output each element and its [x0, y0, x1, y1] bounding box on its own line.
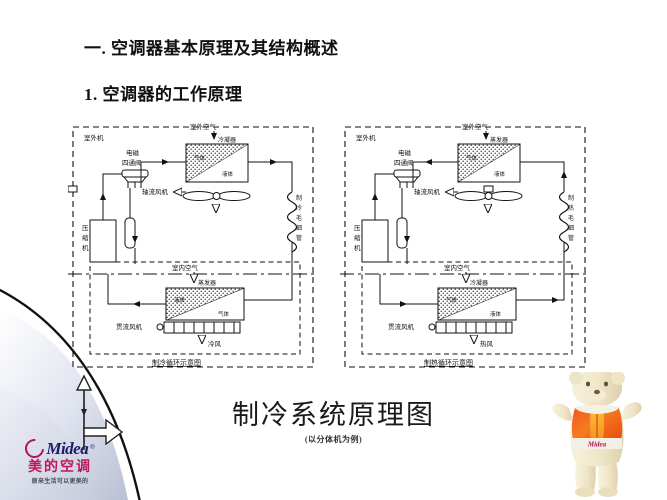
svg-text:热风: 热风: [480, 339, 494, 348]
logo-wordmark-row: Midea ®: [6, 434, 114, 462]
midea-logo: Midea ® 美的空调 原来生活可以更美的: [6, 434, 114, 495]
svg-text:冷凝器: 冷凝器: [470, 279, 488, 287]
logo-slogan: 原来生活可以更美的: [31, 479, 89, 485]
midea-arc-icon: [21, 434, 49, 462]
svg-text:室内空气: 室内空气: [172, 263, 199, 272]
svg-text:电磁: 电磁: [398, 148, 412, 157]
svg-text:气体: 气体: [466, 154, 478, 162]
right-cycle-group: 室外机 压 缩 机 电磁 四通阀: [340, 122, 588, 368]
svg-text:Midea: Midea: [587, 441, 607, 449]
svg-text:贯流风机: 贯流风机: [116, 322, 143, 331]
svg-text:毛: 毛: [568, 214, 574, 222]
svg-text:热: 热: [568, 204, 574, 212]
section-subtitle: 1. 空调器的工作原理: [84, 85, 243, 104]
svg-text:室外机: 室外机: [84, 133, 104, 142]
svg-text:液体: 液体: [494, 170, 506, 178]
svg-text:制热循环示意图: 制热循环示意图: [424, 358, 473, 367]
svg-text:蒸发器: 蒸发器: [490, 136, 508, 144]
svg-text:缩: 缩: [354, 233, 361, 242]
svg-text:电磁: 电磁: [126, 148, 140, 157]
svg-text:蒸发器: 蒸发器: [198, 279, 216, 287]
svg-text:冷凝器: 冷凝器: [218, 136, 236, 144]
svg-text:制: 制: [568, 194, 574, 202]
svg-text:气体: 气体: [446, 296, 458, 304]
svg-text:缩: 缩: [82, 233, 89, 242]
svg-text:细: 细: [568, 224, 574, 232]
svg-text:轴流风机: 轴流风机: [414, 187, 441, 196]
diagram-sub-caption: (以分体机为例): [304, 435, 363, 444]
svg-text:管: 管: [296, 234, 302, 242]
svg-text:冷: 冷: [296, 204, 302, 212]
registered-mark: ®: [90, 445, 95, 451]
page-title: 一. 空调器基本原理及其结构概述: [84, 39, 339, 58]
svg-text:室外机: 室外机: [356, 133, 376, 142]
svg-text:压: 压: [82, 224, 89, 232]
svg-text:制: 制: [296, 194, 302, 202]
svg-text:轴流风机: 轴流风机: [142, 187, 169, 196]
svg-text:室外空气: 室外空气: [190, 122, 217, 131]
svg-text:室外空气: 室外空气: [462, 122, 489, 131]
svg-text:气体: 气体: [218, 310, 230, 318]
svg-text:毛: 毛: [296, 214, 302, 222]
svg-text:冷风: 冷风: [208, 339, 222, 348]
logo-wordmark: Midea: [46, 438, 89, 458]
svg-text:四通阀: 四通阀: [394, 158, 414, 167]
svg-text:贯流风机: 贯流风机: [388, 322, 415, 331]
svg-text:液体: 液体: [222, 170, 234, 178]
svg-text:室内空气: 室内空气: [444, 263, 471, 272]
svg-text:管: 管: [568, 234, 574, 242]
svg-text:压: 压: [354, 224, 361, 232]
polar-bear-mascot: Midea: [547, 372, 645, 498]
svg-text:细: 细: [296, 224, 302, 232]
left-cycle-group: 室外机 压 缩 机 电磁 四通阀: [68, 122, 318, 368]
diagram-main-caption: 制冷系统原理图: [232, 400, 435, 430]
decorative-arrow-icon: [75, 374, 124, 450]
diagram-container: 室外机 压 缩 机 电磁 四通阀: [68, 122, 588, 372]
svg-text:四通阀: 四通阀: [122, 158, 142, 167]
svg-text:液体: 液体: [174, 296, 186, 304]
svg-text:气体: 气体: [194, 154, 206, 162]
svg-text:液体: 液体: [490, 310, 502, 318]
logo-chinese-name: 美的空调: [28, 460, 92, 475]
svg-text:机: 机: [354, 243, 361, 252]
svg-text:制冷循环示意图: 制冷循环示意图: [152, 358, 201, 367]
refrigeration-cycle-diagrams: 室外机 压 缩 机 电磁 四通阀: [68, 122, 588, 368]
svg-text:机: 机: [82, 243, 89, 252]
